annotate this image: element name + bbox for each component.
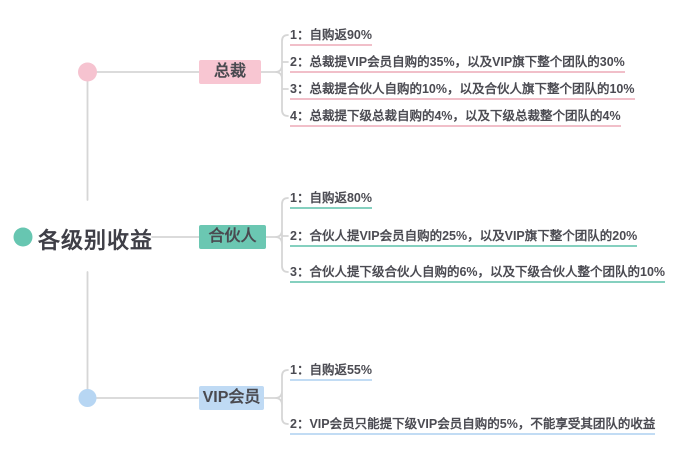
president-item-1: 1：自购返90%	[290, 26, 372, 46]
branch-president-bracket	[260, 34, 289, 117]
branch-vip-bracket	[262, 369, 289, 425]
vip-item-1-text: 1：自购返55%	[290, 363, 372, 381]
branch-node-partner: 合伙人	[199, 225, 266, 249]
partner-item-3: 3：合伙人提下级合伙人自购的6%，以及下级合伙人整个团队的10%	[290, 263, 666, 283]
partner-item-1: 1：自购返80%	[290, 189, 372, 209]
vip-item-2: 2：VIP会员只能提下级VIP会员自购的5%，不能享受其团队的收益	[290, 415, 656, 435]
president-item-2-text: 2：总裁提VIP会员自购的35%，以及VIP旗下整个团队的30%	[290, 55, 625, 73]
branch-node-vip: VIP会员	[199, 386, 264, 410]
partner-item-2-text: 2：合伙人提VIP会员自购的25%，以及VIP旗下整个团队的20%	[290, 229, 638, 247]
branch-partner-bracket	[265, 197, 289, 273]
vip-branch-dot	[78, 389, 97, 407]
root-dot	[13, 227, 33, 247]
president-item-4-text: 4：总裁提下级总裁自购的4%，以及下级总裁整个团队的4%	[290, 109, 621, 127]
president-branch-dot	[78, 62, 97, 82]
branch-node-president: 总裁	[199, 60, 261, 84]
vip-item-1: 1：自购返55%	[290, 361, 372, 381]
root-trunk-lines	[86, 71, 200, 399]
connector-group	[86, 34, 289, 425]
vip-item-2-text: 2：VIP会员只能提下级VIP会员自购的5%，不能享受其团队的收益	[290, 417, 656, 435]
root-topic-label: 各级别收益	[38, 228, 154, 253]
president-item-3: 3：总裁提合伙人自购的10%，以及合伙人旗下整个团队的10%	[290, 80, 635, 100]
president-item-3-text: 3：总裁提合伙人自购的10%，以及合伙人旗下整个团队的10%	[290, 82, 635, 100]
partner-item-1-text: 1：自购返80%	[290, 191, 372, 209]
partner-item-2: 2：合伙人提VIP会员自购的25%，以及VIP旗下整个团队的20%	[290, 227, 638, 247]
partner-item-3-text: 3：合伙人提下级合伙人自购的6%，以及下级合伙人整个团队的10%	[290, 265, 666, 283]
president-item-1-text: 1：自购返90%	[290, 28, 372, 46]
president-item-4: 4：总裁提下级总裁自购的4%，以及下级总裁整个团队的4%	[290, 107, 621, 127]
president-item-2: 2：总裁提VIP会员自购的35%，以及VIP旗下整个团队的30%	[290, 53, 625, 73]
